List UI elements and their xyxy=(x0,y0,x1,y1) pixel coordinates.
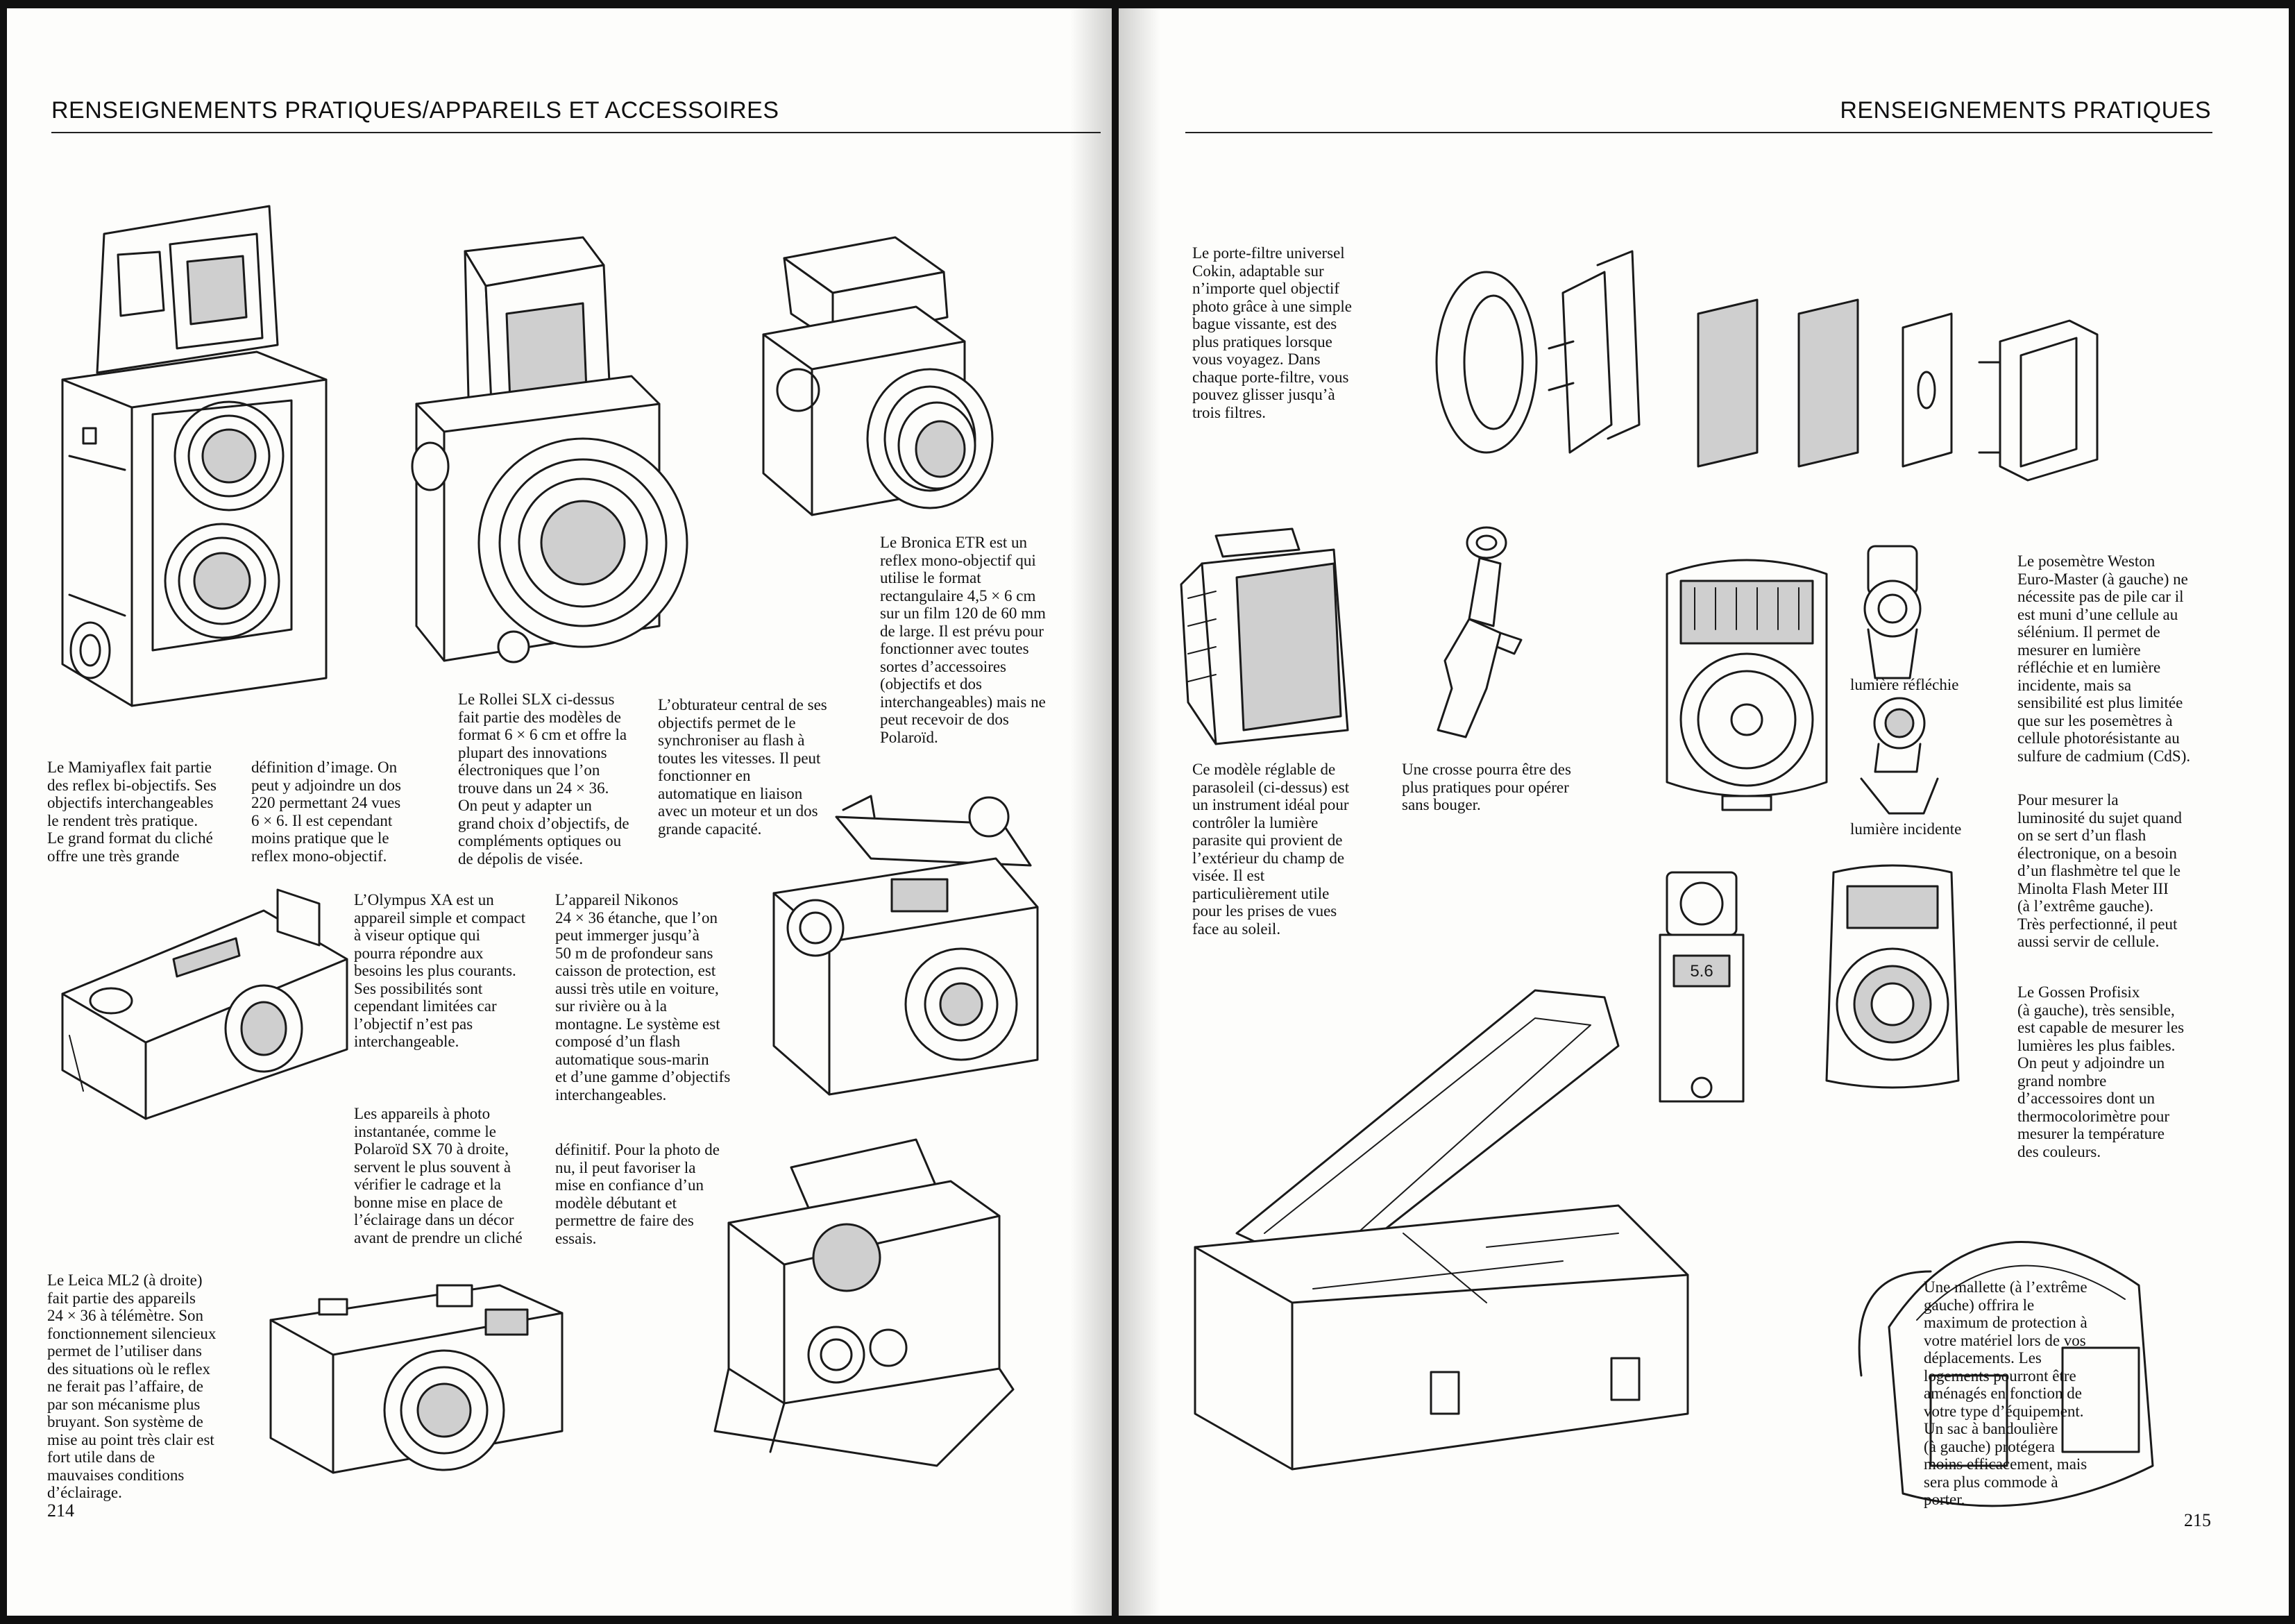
caption-nikonos: L’appareil Nikonos 24 × 36 étanche, que … xyxy=(555,891,731,1103)
shoulder-bag-illustration xyxy=(1858,1241,2154,1507)
caption-rollei-col2: L’obturateur central de ses objectifs pe… xyxy=(658,696,827,838)
right-page: RENSEIGNEMENTS PRATIQUES xyxy=(1119,8,2289,1616)
caption-gossen: Le Gossen Profisix (à gauche), très sens… xyxy=(2017,983,2185,1160)
lens-shade-bellows-illustration xyxy=(1180,527,1349,745)
gossen-profisix-meter-illustration xyxy=(1825,864,1960,1089)
caption-leica: Le Leica ML2 (à droite) fait partie des … xyxy=(47,1271,217,1501)
pistol-grip-illustration xyxy=(1437,526,1523,738)
caption-polaroid-col2: définitif. Pour la photo de nu, il peut … xyxy=(555,1141,720,1247)
leica-camera-illustration xyxy=(269,1284,564,1474)
caption-mamiyaflex-col1: Le Mamiyaflex fait partie des reflex bi-… xyxy=(47,759,217,865)
caption-parasoleil: Ce modèle réglable de parasoleil (ci-des… xyxy=(1192,761,1350,938)
caption-mamiyaflex-col2: définition d’image. On peut y adjoindre … xyxy=(251,759,401,865)
label-lumiere-incidente: lumière incidente xyxy=(1850,820,1962,838)
label-lumiere-reflechie: lumière réfléchie xyxy=(1850,676,1959,693)
flash-meter-readout: 5.6 xyxy=(1690,962,1713,981)
nikonos-camera-illustration xyxy=(772,795,1039,1096)
page-number-left: 214 xyxy=(47,1500,74,1521)
caption-polaroid-col1: Les appareils à photo instantanée, comme… xyxy=(354,1105,523,1246)
reflected-light-hand-illustration xyxy=(1863,545,1922,679)
cokin-filter-holder-illustration xyxy=(1435,250,2099,482)
minolta-flash-meter-illustration: 5.6 xyxy=(1659,871,1745,1103)
caption-weston: Le posemètre Weston Euro-Master (à gauch… xyxy=(2017,552,2191,765)
equipment-case-illustration xyxy=(1194,989,1689,1471)
header-rule xyxy=(51,132,1101,133)
header-rule xyxy=(1185,132,2212,133)
caption-bronica: Le Bronica ETR est un reflex mono-object… xyxy=(880,534,1046,746)
caption-mallette: Une mallette (à l’extrême gauche) offrir… xyxy=(1924,1278,2087,1508)
bronica-etr-camera-illustration xyxy=(762,236,994,516)
caption-cokin: Le porte-filtre universel Cokin, adaptab… xyxy=(1192,244,1352,421)
polaroid-sx70-camera-illustration xyxy=(713,1138,1015,1467)
gutter-shadow xyxy=(1119,8,1160,1616)
rollei-slx-camera-illustration xyxy=(411,236,688,663)
weston-light-meter-illustration xyxy=(1666,559,1828,811)
page-number-right: 215 xyxy=(2184,1510,2211,1530)
caption-flashmeter: Pour mesurer la luminosité du sujet quan… xyxy=(2017,791,2183,950)
running-head-right: RENSEIGNEMENTS PRATIQUES xyxy=(1840,97,2211,124)
incident-light-hand-illustration xyxy=(1860,697,1939,815)
caption-rollei-col1: Le Rollei SLX ci-dessus fait partie des … xyxy=(458,691,629,868)
caption-olympus: L’Olympus XA est un appareil simple et c… xyxy=(354,891,526,1050)
left-page: RENSEIGNEMENTS PRATIQUES/APPAREILS ET AC… xyxy=(7,8,1112,1616)
gutter-shadow xyxy=(1070,8,1112,1616)
olympus-xa-camera-illustration xyxy=(61,888,348,1120)
caption-crosse: Une crosse pourra être des plus pratique… xyxy=(1402,761,1571,813)
mamiyaflex-camera-illustration xyxy=(61,205,328,707)
running-head-left: RENSEIGNEMENTS PRATIQUES/APPAREILS ET AC… xyxy=(51,97,779,124)
